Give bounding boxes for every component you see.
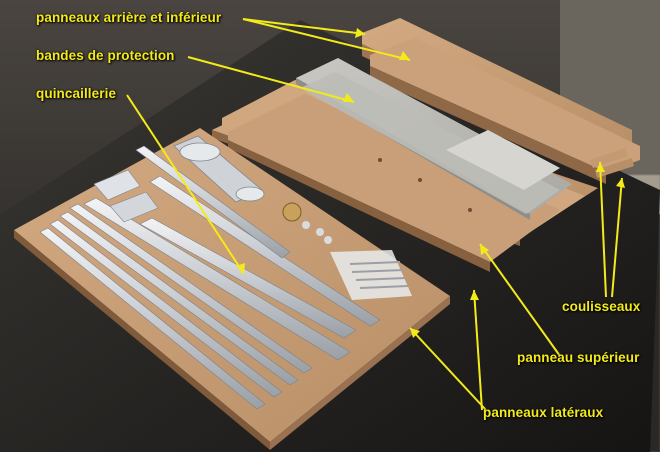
label-side-panels: panneaux latéraux <box>483 405 604 420</box>
label-hardware: quincaillerie <box>36 86 117 101</box>
handle-plate <box>173 135 265 203</box>
side-panels <box>222 80 585 272</box>
annotation-arrows <box>126 18 623 411</box>
protection-strips <box>296 58 572 220</box>
aluminium-rails <box>39 145 381 410</box>
back-bottom-panels <box>362 18 640 184</box>
brackets <box>93 169 159 223</box>
label-top-panel: panneau supérieur <box>517 350 640 365</box>
arrow-heads <box>236 28 625 338</box>
label-protection-strips: bandes de protection <box>36 48 175 63</box>
label-back-bottom-panels: panneaux arrière et inférieur <box>36 10 222 25</box>
label-slides: coulisseaux <box>562 299 641 314</box>
small-parts <box>282 202 412 300</box>
